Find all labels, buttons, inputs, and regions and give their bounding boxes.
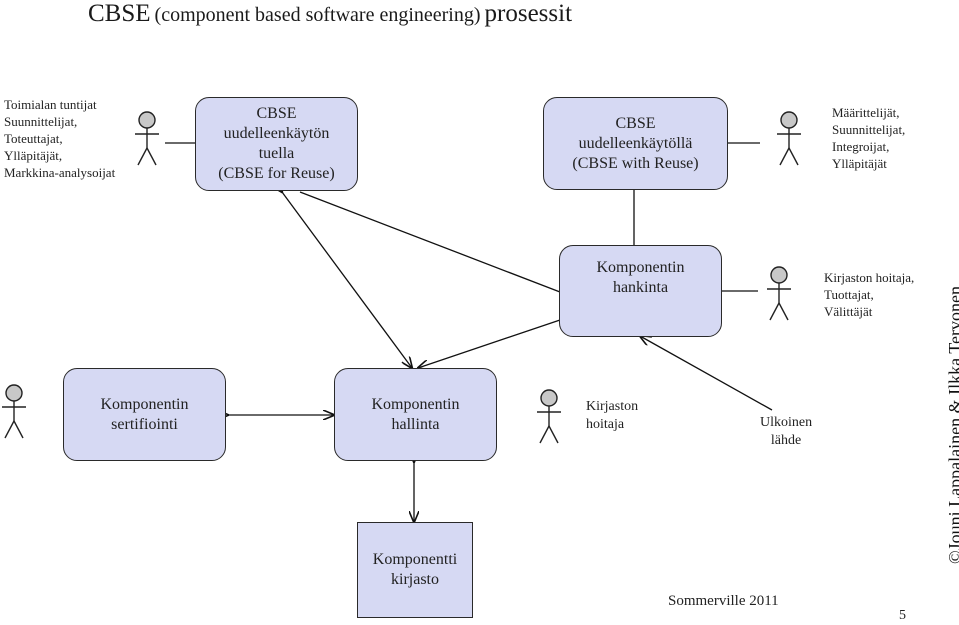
copyright-vertical: ©Jouni Lappalainen & Ilkka Tervonen — [945, 285, 959, 564]
box-sertifiointi-line-1: Komponentin — [100, 395, 189, 413]
title-prosessit: prosessit — [484, 0, 573, 27]
label-line: Ulkoinen — [760, 415, 813, 430]
arrow-for-reuse-hallinta — [282, 192, 412, 368]
box-komponentin-hallinta: Komponentin hallinta — [334, 368, 497, 461]
box-cbse-with-reuse: CBSE uudelleenkäytöllä (CBSE with Reuse) — [543, 97, 728, 190]
box-with-reuse-line-1: CBSE — [615, 114, 656, 132]
box-for-reuse-line-4: (CBSE for Reuse) — [218, 165, 335, 182]
label-line: Kirjaston — [586, 399, 639, 414]
role-line: Kirjaston hoitaja, — [824, 270, 915, 285]
arrow-ulkoinen-hankinta — [640, 336, 773, 411]
box-with-reuse-line-3: (CBSE with Reuse) — [572, 154, 699, 172]
role-line: Toimialan tuntijat — [4, 97, 97, 112]
box-for-reuse-line-3: tuella — [258, 145, 295, 162]
role-line: Integroijat, — [832, 139, 890, 154]
roles-left-top: Toimialan tuntijat Suunnittelijat, Toteu… — [4, 96, 115, 181]
page-number: 5 — [899, 608, 906, 623]
roles-right-top: Määrittelijät, Suunnittelijat, Integroij… — [832, 104, 905, 172]
box-cbse-for-reuse: CBSE uudelleenkäytön tuella (CBSE for Re… — [195, 97, 358, 191]
role-line: Suunnittelijat, — [4, 114, 78, 129]
role-line: Ylläpitäjät — [832, 156, 887, 171]
box-komponentin-hankinta: Komponentin hankinta — [559, 245, 722, 337]
role-line: Ylläpitäjät, — [4, 148, 63, 163]
box-hallinta-line-2: hallinta — [391, 415, 440, 433]
box-komponentin-sertifiointi: Komponentin sertifiointi — [63, 368, 226, 461]
box-komponentti-kirjasto: Komponentti kirjasto — [357, 522, 473, 618]
box-for-reuse-line-1: CBSE — [256, 105, 297, 122]
box-hankinta-line-1: Komponentin — [596, 259, 685, 276]
role-line: Määrittelijät, — [832, 105, 900, 120]
role-line: Suunnittelijat, — [832, 122, 906, 137]
actor-figure-librarian — [537, 389, 561, 444]
label-line: hoitaja — [586, 417, 625, 432]
actor-figure-left-top — [135, 111, 159, 166]
box-with-reuse-line-2: uudelleenkäytöllä — [578, 134, 693, 152]
title-subtitle: (component based software engineering) — [154, 4, 481, 26]
box-hankinta-line-2: hankinta — [612, 279, 669, 296]
actor-figure-right-top — [777, 111, 801, 166]
title-cbse: CBSE — [88, 0, 151, 27]
source-citation: Sommerville 2011 — [668, 593, 779, 609]
arrow-hankinta-hallinta — [418, 319, 561, 368]
line-for-reuse-hankinta — [299, 191, 561, 293]
actor-figure-certifier — [2, 384, 26, 439]
box-for-reuse-line-2: uudelleenkäytön — [223, 125, 330, 142]
page-title: CBSE (component based software engineeri… — [88, 0, 572, 28]
label-ulkoinen-lahde: Ulkoinen lähde — [760, 414, 812, 450]
role-line: Tuottajat, — [824, 287, 874, 302]
role-line: Toteuttajat, — [4, 131, 63, 146]
roles-right-mid: Kirjaston hoitaja, Tuottajat, Välittäjät — [824, 269, 914, 320]
label-kirjaston-hoitaja: Kirjaston hoitaja — [586, 398, 638, 434]
role-line: Markkina-analysoijat — [4, 165, 116, 180]
box-sertifiointi-line-2: sertifiointi — [111, 415, 178, 433]
box-kirjasto-line-2: kirjasto — [391, 571, 439, 588]
box-kirjasto-line-1: Komponentti — [372, 551, 458, 568]
box-hallinta-line-1: Komponentin — [371, 395, 460, 413]
label-line: lähde — [770, 433, 802, 448]
actor-figure-right-mid — [767, 266, 791, 321]
role-line: Välittäjät — [824, 304, 873, 319]
